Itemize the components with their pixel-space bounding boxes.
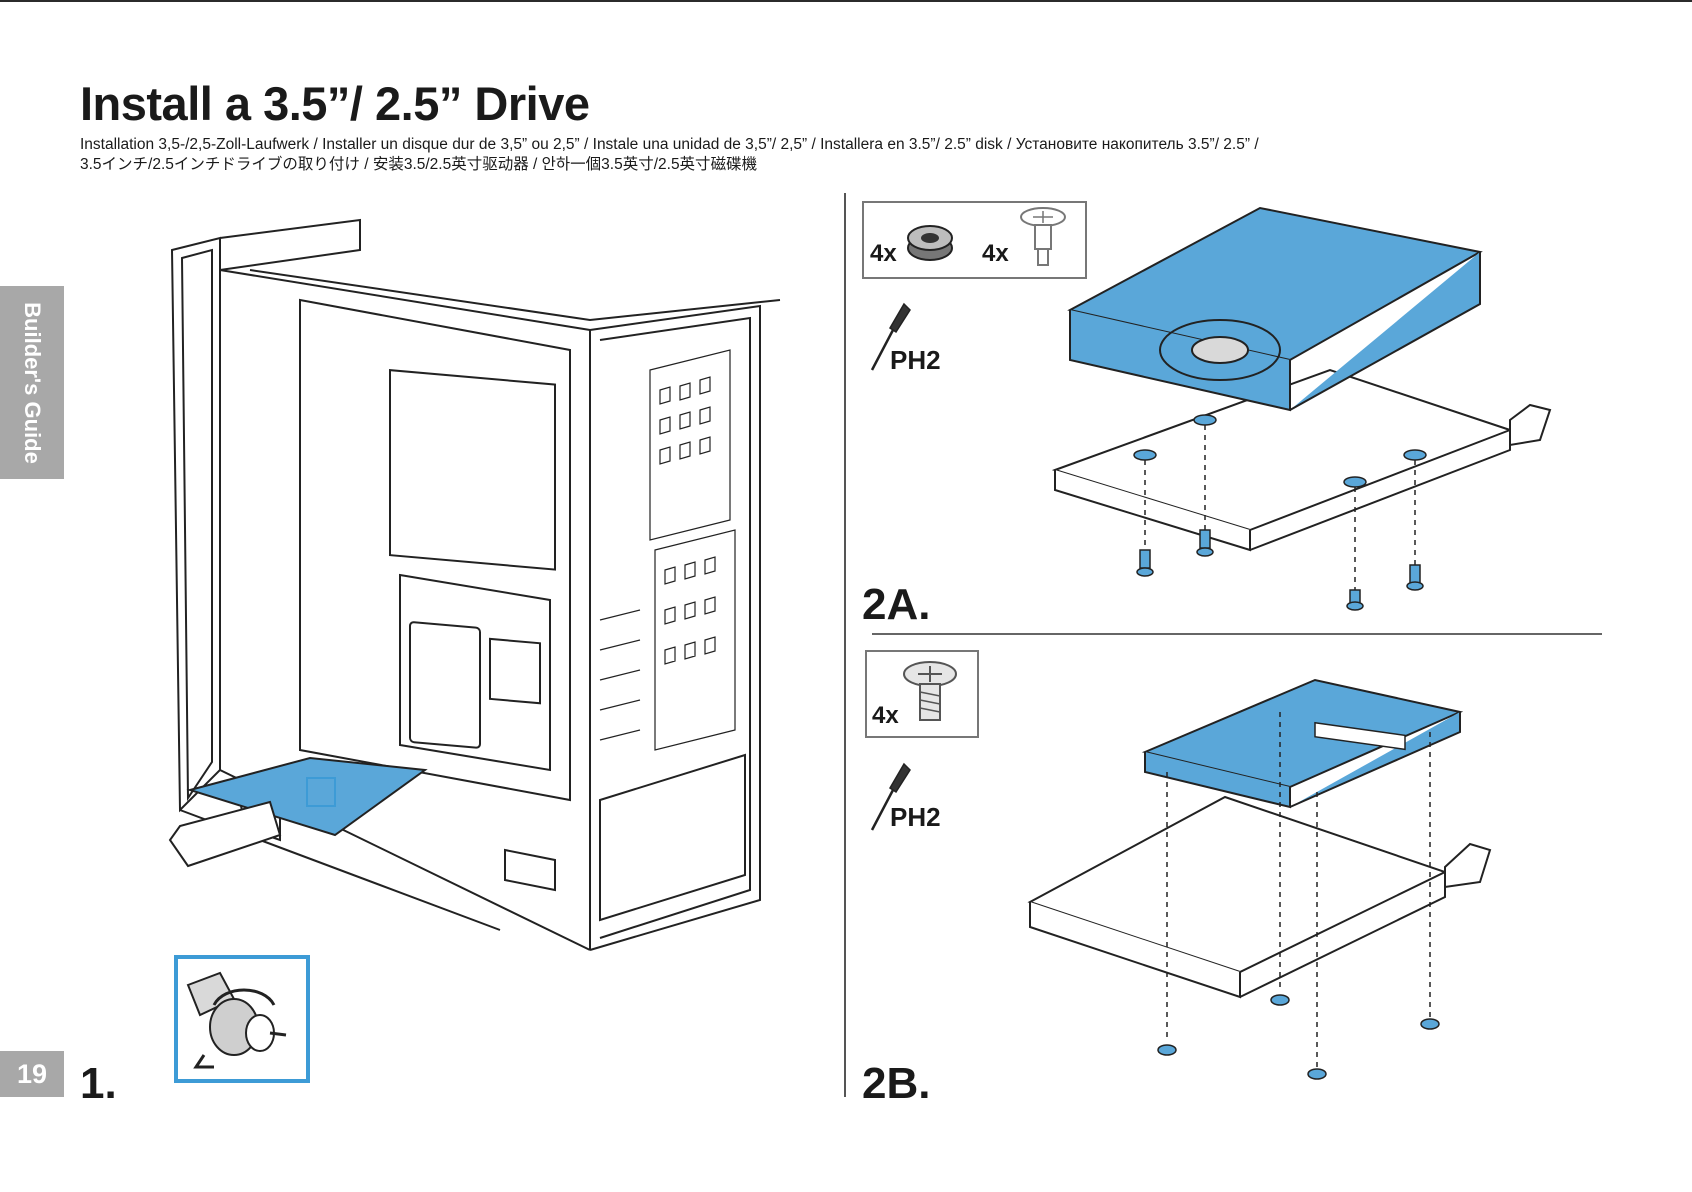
step-2b-label: 2B.	[862, 1059, 931, 1108]
subtitle-line-2: 3.5インチ/2.5インチドライブの取り付け / 安装3.5/2.5英寸驱动器 …	[80, 156, 758, 173]
tool-label-2a: PH2	[890, 345, 941, 375]
ssd-25-illustration	[1027, 678, 1492, 1080]
top-rule	[0, 0, 1692, 2]
page-subtitle: Installation 3,5-/2,5-Zoll-Laufwerk / In…	[80, 135, 1440, 175]
kit-2b-qty-1: 4x	[872, 702, 899, 729]
tool-label-2b: PH2	[890, 802, 941, 832]
rubber-grommet-icon	[907, 225, 953, 261]
step-2a-label: 2A.	[862, 580, 931, 629]
thumbscrew-inset	[174, 955, 310, 1083]
hdd-35-illustration	[1051, 206, 1552, 611]
page-number: 19	[0, 1051, 64, 1097]
builders-guide-label: Builder's Guide	[20, 301, 45, 464]
kit-2a-qty-1: 4x	[870, 240, 897, 267]
case-illustration	[168, 218, 781, 951]
kit-2a-qty-2: 4x	[982, 240, 1009, 267]
builders-guide-tab: Builder's Guide	[0, 286, 64, 479]
screwdriver-icon-2a	[870, 302, 911, 371]
pull-arrow	[168, 800, 282, 868]
vertical-divider	[844, 193, 846, 1097]
step-1-label: 1.	[80, 1059, 117, 1108]
horizontal-divider	[872, 633, 1602, 635]
subtitle-line-1: Installation 3,5-/2,5-Zoll-Laufwerk / In…	[80, 136, 1259, 153]
screwdriver-icon-2b	[870, 762, 911, 831]
shoulder-screw-icon	[1020, 207, 1066, 266]
flat-head-screw-icon	[903, 661, 957, 721]
page-title: Install a 3.5”/ 2.5” Drive	[80, 77, 590, 130]
